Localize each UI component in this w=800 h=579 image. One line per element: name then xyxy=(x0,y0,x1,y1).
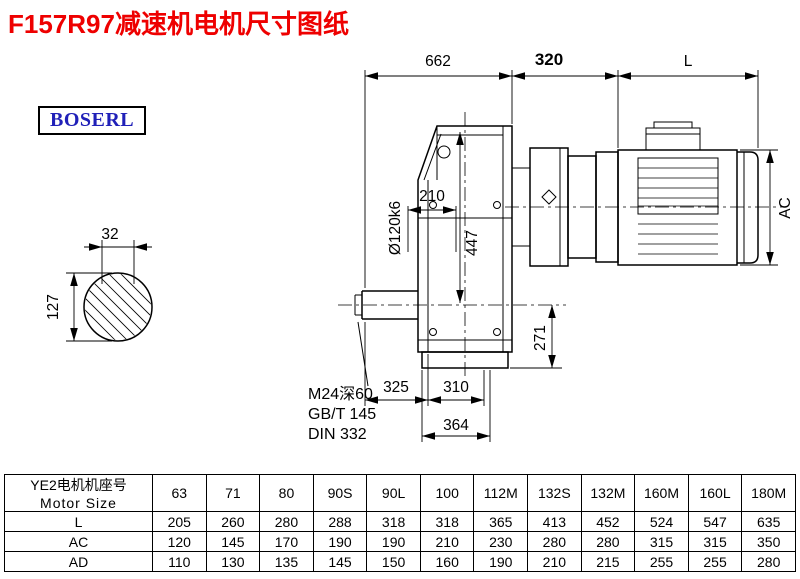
dim-127-label: 127 xyxy=(45,294,62,320)
dim-271-label: 271 xyxy=(532,325,549,351)
size-col-header: 112M xyxy=(473,474,529,512)
dimension-value: 315 xyxy=(687,531,743,552)
technical-drawing: 32 127 xyxy=(45,50,794,443)
dimension-value: 230 xyxy=(473,531,529,552)
motor-assembly xyxy=(511,121,759,267)
dim-ac: AC xyxy=(740,149,794,266)
dim-32-label: 32 xyxy=(101,226,118,243)
dim-447: 447 xyxy=(456,132,481,303)
dimension-value: 413 xyxy=(527,511,582,532)
dim-32: 32 xyxy=(84,226,152,284)
size-col-header: 180M xyxy=(741,474,796,512)
row-label: AD xyxy=(4,551,153,572)
dimension-value: 120 xyxy=(152,531,207,552)
dimension-value: 452 xyxy=(580,511,636,532)
dim-210-label: 210 xyxy=(419,188,445,205)
dimension-value: 280 xyxy=(580,531,636,552)
dim-271: 271 xyxy=(510,305,562,369)
note-thread: M24深60 xyxy=(308,385,373,403)
dim-364-label: 364 xyxy=(443,417,469,434)
dimension-value: 210 xyxy=(527,551,582,572)
dim-310-label: 310 xyxy=(443,379,469,396)
row-label: AC xyxy=(4,531,153,552)
dimension-value: 547 xyxy=(687,511,743,532)
dim-325-label: 325 xyxy=(383,379,409,396)
size-col-header: 71 xyxy=(205,474,261,512)
dimension-value: 160 xyxy=(419,551,475,572)
dimension-value: 190 xyxy=(312,531,368,552)
dimension-value: 260 xyxy=(205,511,261,532)
size-col-header: 100 xyxy=(419,474,475,512)
bottom-dimensions: 325 310 364 xyxy=(364,322,491,442)
note-gbt: GB/T 145 xyxy=(308,406,376,423)
dimension-value: 524 xyxy=(634,511,689,532)
size-col-header: 63 xyxy=(152,474,207,512)
dimension-value: 145 xyxy=(205,531,261,552)
size-col-header: 132M xyxy=(580,474,636,512)
dim-127: 127 xyxy=(45,272,112,342)
dimension-value: 150 xyxy=(366,551,421,572)
dimension-value: 210 xyxy=(419,531,475,552)
dim-ac-label: AC xyxy=(777,197,794,219)
dimension-value: 635 xyxy=(741,511,796,532)
size-col-header: 132S xyxy=(527,474,582,512)
dimension-value: 205 xyxy=(152,511,207,532)
dim-320-label: 320 xyxy=(535,50,563,69)
dimension-value: 255 xyxy=(687,551,743,572)
dimension-value: 110 xyxy=(152,551,207,572)
dimension-value: 130 xyxy=(205,551,261,572)
dim-210: 210 xyxy=(407,188,457,252)
shaft-end-notes: M24深60 GB/T 145 DIN 332 xyxy=(308,321,376,443)
dimension-value: 135 xyxy=(259,551,314,572)
dimension-value: 280 xyxy=(259,511,314,532)
brand-logo: BOSERL xyxy=(38,106,147,135)
size-col-header: 160L xyxy=(687,474,743,512)
motor-fin-block xyxy=(637,157,719,215)
brand-emblem-diamond xyxy=(541,189,557,205)
note-din: DIN 332 xyxy=(308,426,367,443)
dimension-value: 288 xyxy=(312,511,368,532)
size-col-header: 80 xyxy=(259,474,314,512)
output-shaft xyxy=(354,290,418,320)
dim-447-label: 447 xyxy=(464,230,481,256)
shaft-diameter-label: Ø120k6 xyxy=(387,201,404,255)
dimension-value: 365 xyxy=(473,511,529,532)
dimension-value: 350 xyxy=(741,531,796,552)
terminal-box xyxy=(645,127,701,151)
dim-L-label: L xyxy=(684,53,693,70)
dimension-value: 315 xyxy=(634,531,689,552)
dimension-value: 170 xyxy=(259,531,314,552)
dimension-value: 318 xyxy=(366,511,421,532)
dimension-value: 318 xyxy=(419,511,475,532)
size-col-header: 160M xyxy=(634,474,689,512)
top-dimensions: 662 320 L xyxy=(364,50,759,288)
dimension-value: 215 xyxy=(580,551,636,572)
size-col-header: 90S xyxy=(312,474,368,512)
dimension-value: 190 xyxy=(366,531,421,552)
row-label: L xyxy=(4,511,153,532)
dimension-value: 145 xyxy=(312,551,368,572)
dimension-value: 255 xyxy=(634,551,689,572)
dimension-value: 280 xyxy=(527,531,582,552)
dim-662-label: 662 xyxy=(425,53,451,70)
size-col-header: 90L xyxy=(366,474,421,512)
page-title: F157R97减速机电机尺寸图纸 xyxy=(8,9,349,39)
dimension-value: 280 xyxy=(741,551,796,572)
dimension-value: 190 xyxy=(473,551,529,572)
fan-cowl xyxy=(737,151,759,264)
